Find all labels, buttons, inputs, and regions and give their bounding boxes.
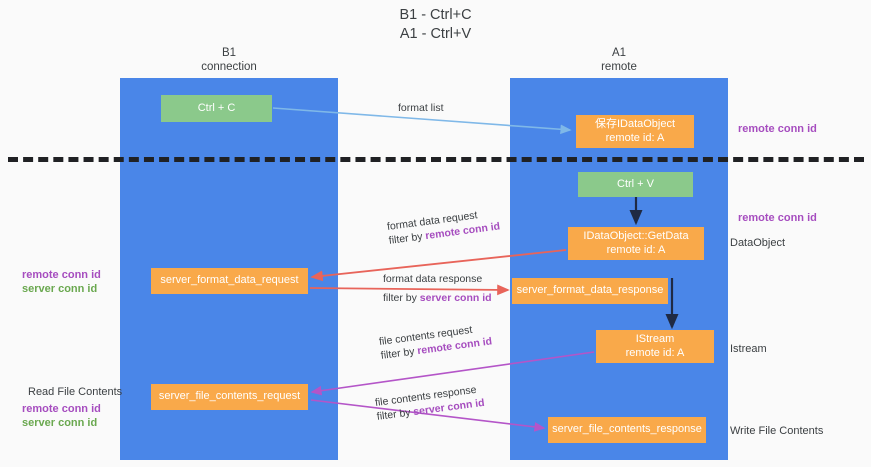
filter-prefix: filter by [380,345,419,362]
node-save-idataobject[interactable]: 保存IDataObject remote id: A [576,115,694,148]
edge-label-format-data-response: format data response filter by server co… [383,272,492,305]
edge-label-file-contents-response: file contents response filter by server … [374,382,485,424]
column-header-left: B1 connection [120,46,338,74]
annotation-right-write-file-contents: Write File Contents [730,425,824,437]
edge-label-file-contents-request: file contents request filter by remote c… [378,320,493,362]
column-left-name: B1 [221,47,237,59]
filter-prefix: filter by [376,406,415,423]
title-line-1: B1 - Ctrl+C [399,7,472,23]
node-getdata-line2: remote id: A [606,243,666,256]
node-ctrl-c[interactable]: Ctrl + C [161,95,272,122]
node-istream[interactable]: IStream remote id: A [596,330,714,363]
filter-prefix: filter by [388,230,427,247]
node-server-file-contents-request-label: server_file_contents_request [158,390,301,403]
annotation-right-istream: Istream [730,343,767,355]
edge-label-format-data-request: format data request filter by remote con… [386,205,501,247]
filter-key-server-conn-id: server conn id [419,292,492,304]
phase-divider [8,157,864,162]
node-server-format-data-response[interactable]: server_format_data_response [512,278,668,304]
node-server-format-data-response-label: server_format_data_response [516,284,664,297]
edge-label-format-data-response-filter: filter by server conn id [383,291,492,305]
column-header-right: A1 remote [510,46,728,74]
annotation-right-remote-conn-id-mid: remote conn id [738,212,817,224]
node-idataobject-getdata[interactable]: IDataObject::GetData remote id: A [568,227,704,260]
node-save-idataobject-line2: remote id: A [605,131,665,144]
annotation-left-remote-conn-id-2: remote conn id [22,403,101,415]
diagram-title: B1 - Ctrl+C A1 - Ctrl+V [0,6,871,44]
node-istream-line2: remote id: A [625,346,685,359]
node-server-format-data-request-label: server_format_data_request [160,274,299,287]
node-server-file-contents-response-label: server_file_contents_response [552,423,702,436]
annotation-left-read-file-contents: Read File Contents [28,386,123,398]
annotation-left-conn-ids-top: remote conn id server conn id [22,268,101,296]
column-right-name: A1 [611,47,627,59]
edge-label-format-data-response-text: format data response [383,273,483,285]
node-ctrl-v[interactable]: Ctrl + V [578,172,693,197]
annotation-left-conn-ids-bottom: remote conn id server conn id [22,402,101,430]
edge-label-format-list: format list [398,101,444,115]
annotation-right-dataobject: DataObject [730,237,786,249]
column-right-role: remote [601,61,637,73]
annotation-left-server-conn-id-2: server conn id [22,417,98,429]
column-left-role: connection [201,61,257,73]
node-server-format-data-request[interactable]: server_format_data_request [151,268,308,294]
node-server-file-contents-response[interactable]: server_file_contents_response [548,417,706,443]
edge-label-format-list-text: format list [398,102,444,114]
node-istream-line1: IStream [635,333,675,345]
node-getdata-line1: IDataObject::GetData [583,230,689,242]
annotation-left-remote-conn-id-1: remote conn id [22,269,101,281]
node-save-idataobject-line1: 保存IDataObject [594,118,676,130]
annotation-left-server-conn-id-1: server conn id [22,283,98,295]
node-ctrl-c-label: Ctrl + C [197,101,236,114]
node-ctrl-v-label: Ctrl + V [617,177,654,190]
node-server-file-contents-request[interactable]: server_file_contents_request [151,384,308,410]
title-line-2: A1 - Ctrl+V [399,26,472,42]
filter-prefix: filter by [383,292,420,304]
annotation-right-remote-conn-id-top: remote conn id [738,123,817,135]
